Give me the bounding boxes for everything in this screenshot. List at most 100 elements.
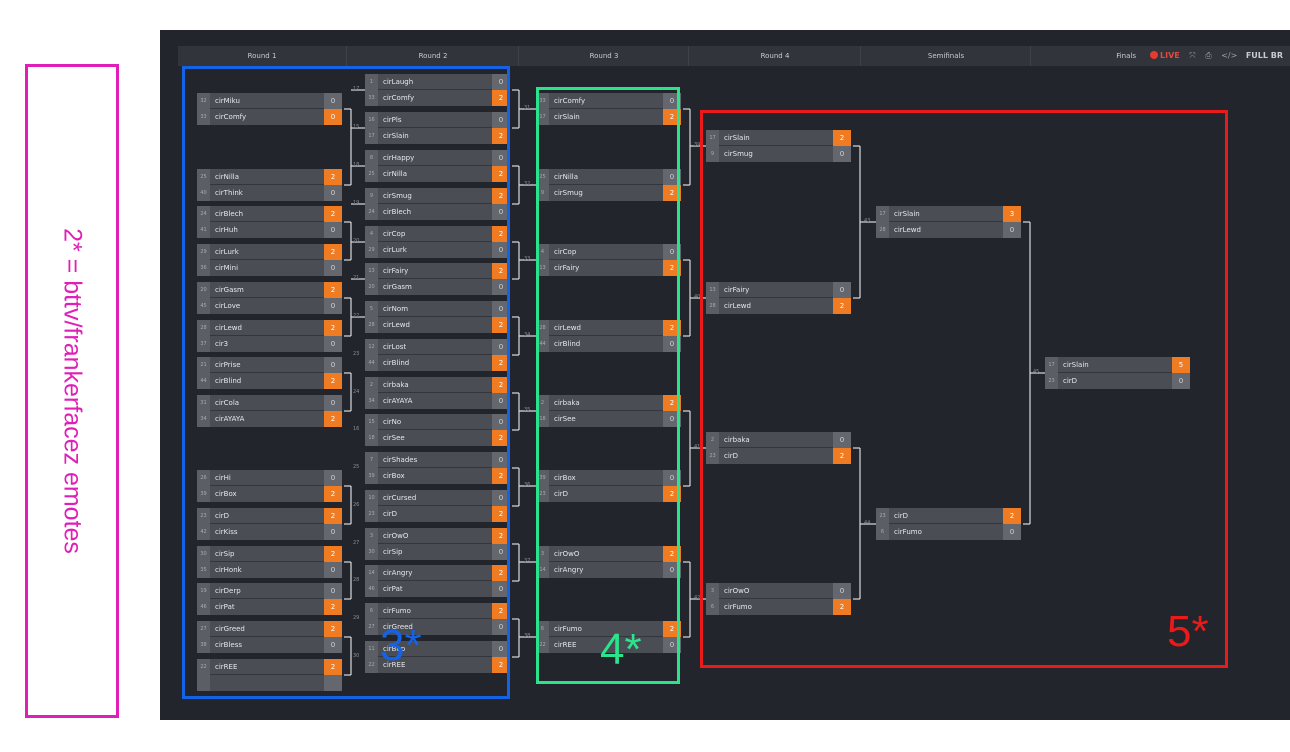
expand-icon[interactable]: ⤧ [1189,51,1196,60]
participant-row[interactable] [197,675,342,691]
full-bracket-link[interactable]: FULL BR [1245,51,1284,60]
live-label[interactable]: LIVE [1160,51,1180,60]
